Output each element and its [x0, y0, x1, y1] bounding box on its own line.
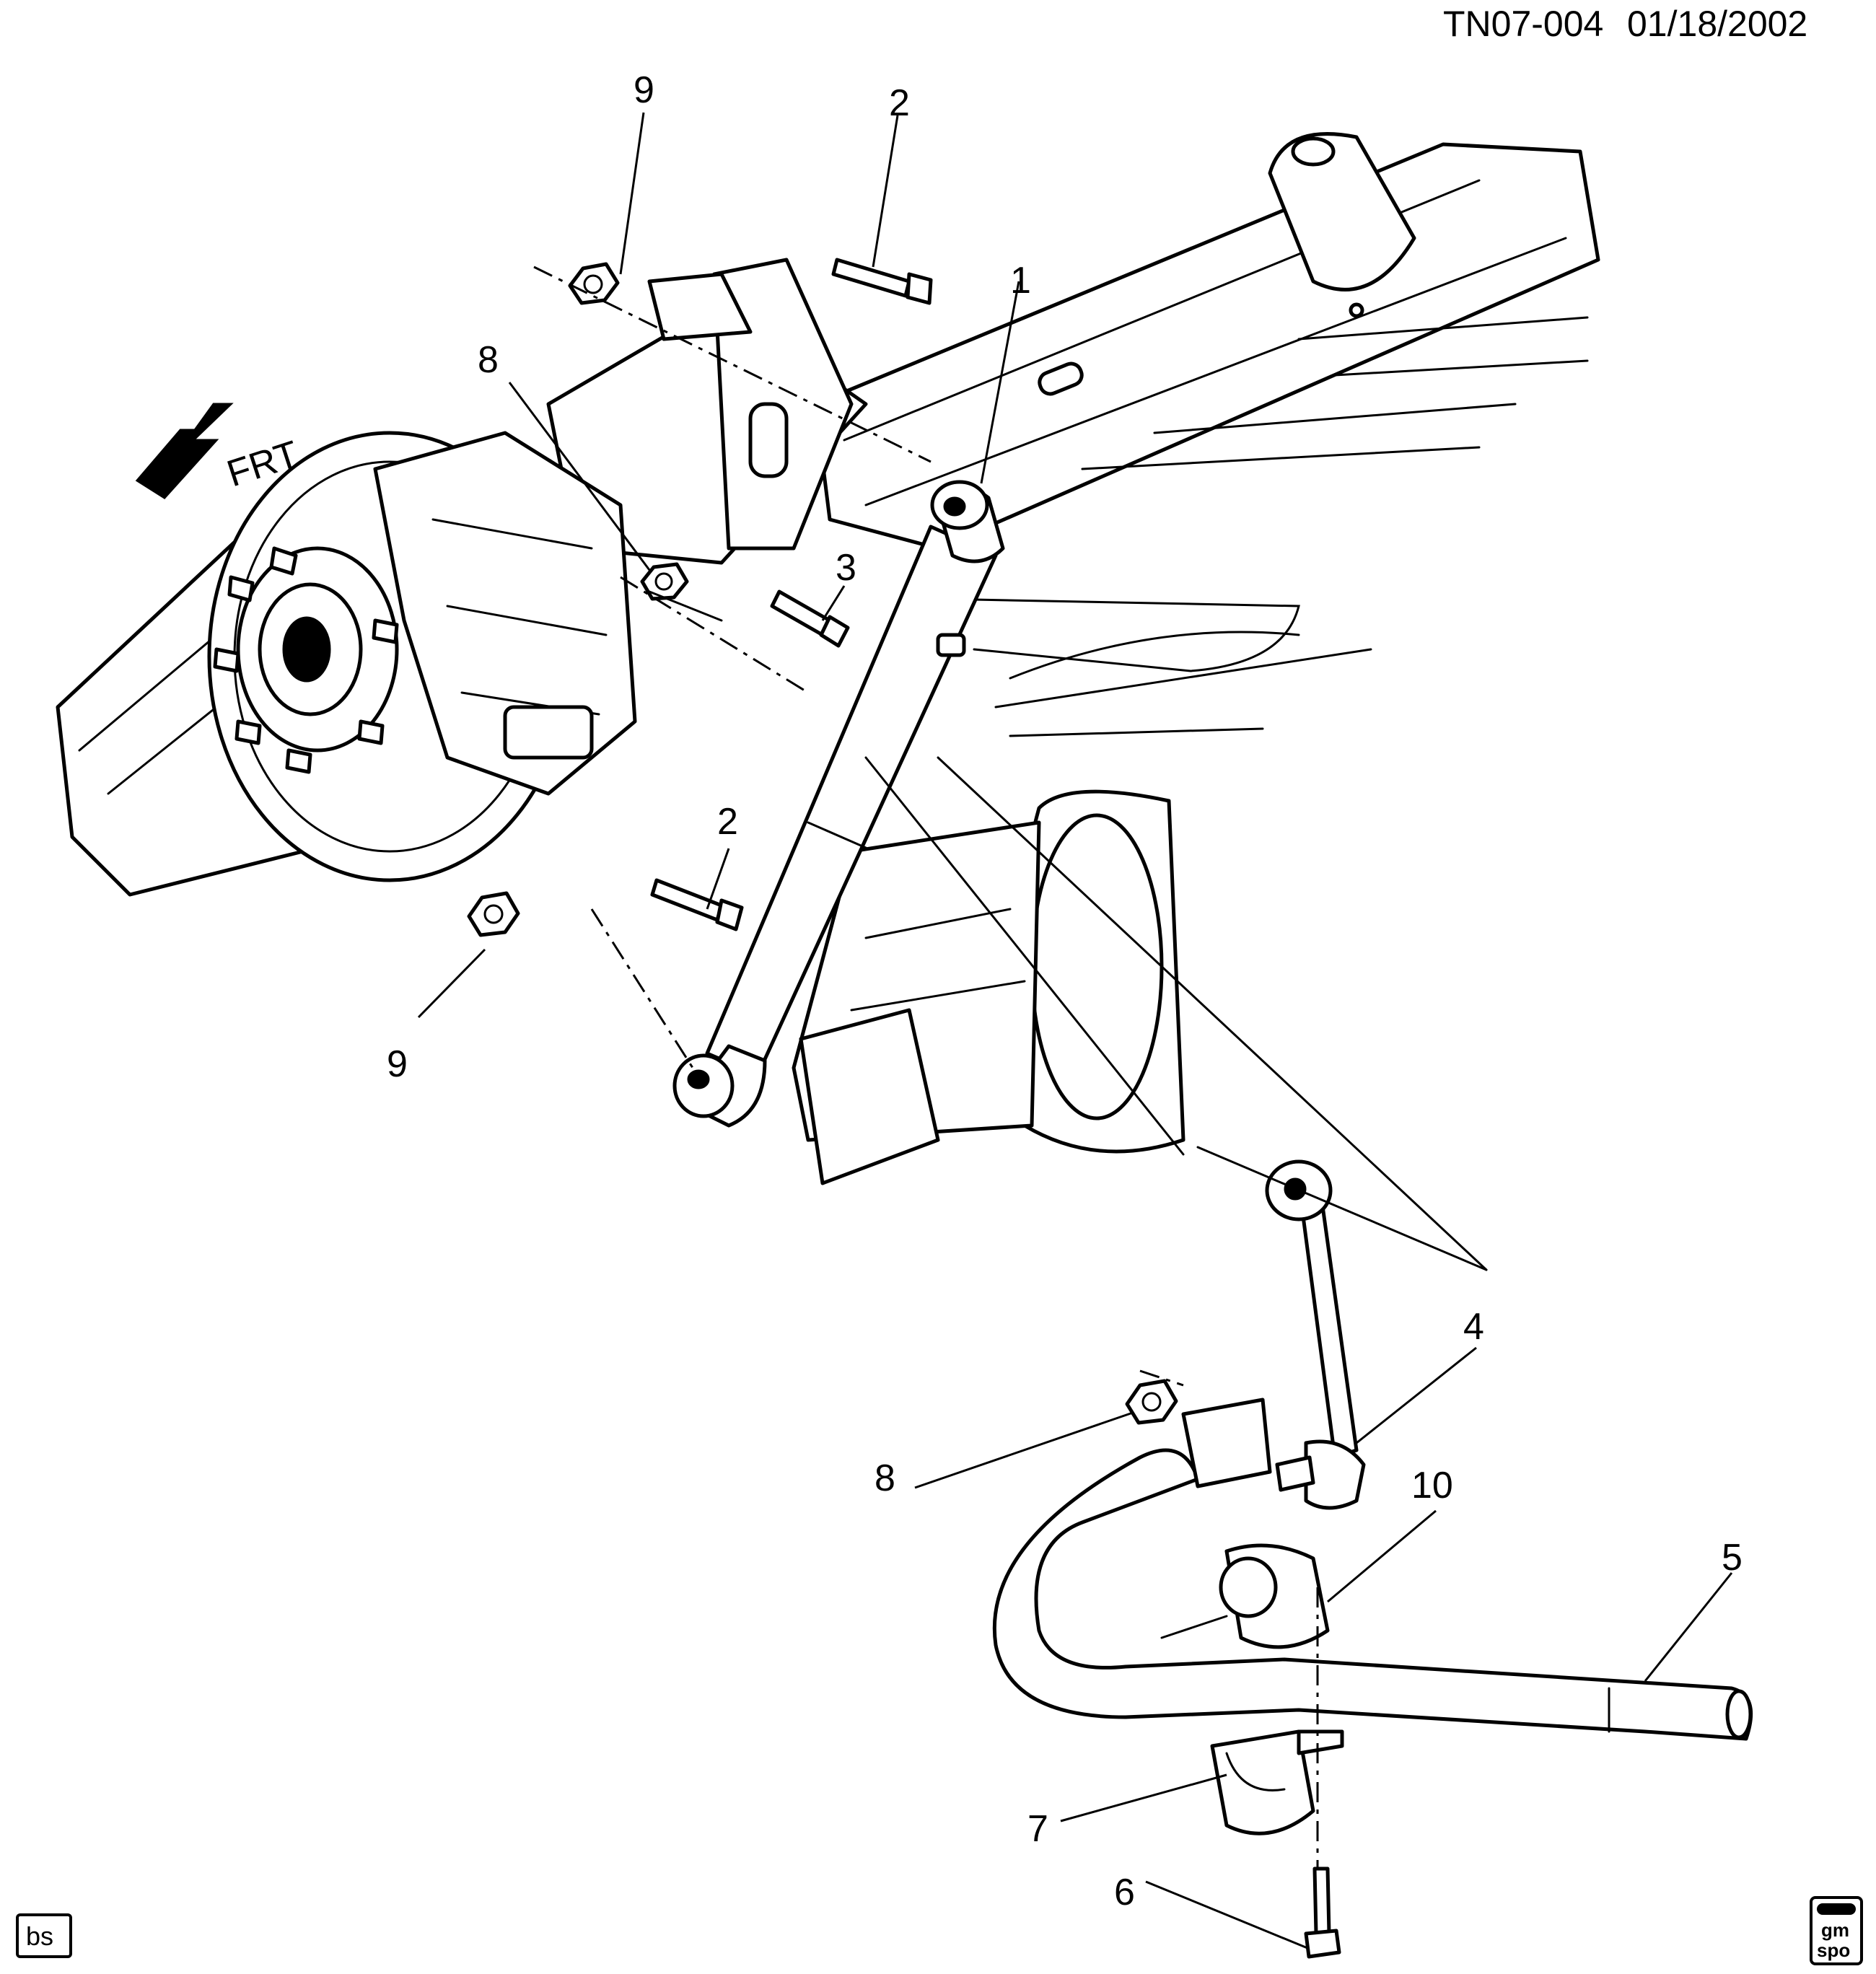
alignment-lines [533, 266, 1488, 1869]
nut-8-lower [1125, 1379, 1178, 1425]
wheel-studs [213, 546, 399, 774]
callout-6: 6 [1114, 1872, 1135, 1913]
footer-left-tag: bs [16, 1913, 72, 1958]
callout-5: 5 [1722, 1537, 1743, 1579]
callout-7: 7 [1027, 1808, 1048, 1850]
bolt-2-upper [831, 258, 933, 305]
callout-9-upper: 9 [634, 69, 654, 111]
differential-housing [792, 789, 1185, 1185]
upper-shock-bracket [647, 258, 854, 550]
callout-10: 10 [1411, 1465, 1453, 1506]
stabilizer-insulator [1219, 1543, 1330, 1649]
callout-8-lower: 8 [875, 1457, 895, 1499]
callout-4: 4 [1463, 1306, 1484, 1348]
callout-2-lower: 2 [717, 801, 738, 843]
callout-9-lower: 9 [387, 1043, 408, 1085]
callout-2-upper: 2 [889, 82, 910, 124]
brake-caliper [373, 431, 637, 796]
stabilizer-shaft [992, 1448, 1753, 1741]
callout-labels: 1 2 2 3 4 5 6 7 8 8 9 9 10 [387, 69, 1743, 1913]
nut-8-upper [640, 562, 689, 601]
frame-rail [813, 132, 1600, 550]
gm-spo-logo: gm spo [1810, 1896, 1863, 1965]
logo-text-gm: gm [1821, 1919, 1849, 1941]
stabilizer-link [1265, 1159, 1366, 1510]
nut-9-lower [467, 891, 520, 937]
logo-text-spo: spo [1817, 1939, 1850, 1961]
link-bracket [1181, 1398, 1272, 1488]
left-tag-text: bs [26, 1921, 53, 1951]
bolt-2-lower [650, 878, 744, 931]
bolt-6 [1304, 1866, 1341, 1959]
callout-1: 1 [1010, 260, 1031, 302]
doc-date: 01/18/2002 [1627, 4, 1807, 44]
bolt-3 [770, 589, 850, 648]
wheel-hub [213, 546, 399, 774]
shock-absorber [672, 480, 1005, 1128]
callout-8-upper: 8 [478, 339, 499, 381]
stabilizer-clamp [1210, 1729, 1344, 1835]
front-arrow-icon [135, 403, 234, 499]
callout-leaders [417, 112, 1733, 1949]
doc-id: TN07-004 [1443, 4, 1603, 44]
callout-3: 3 [836, 547, 856, 589]
